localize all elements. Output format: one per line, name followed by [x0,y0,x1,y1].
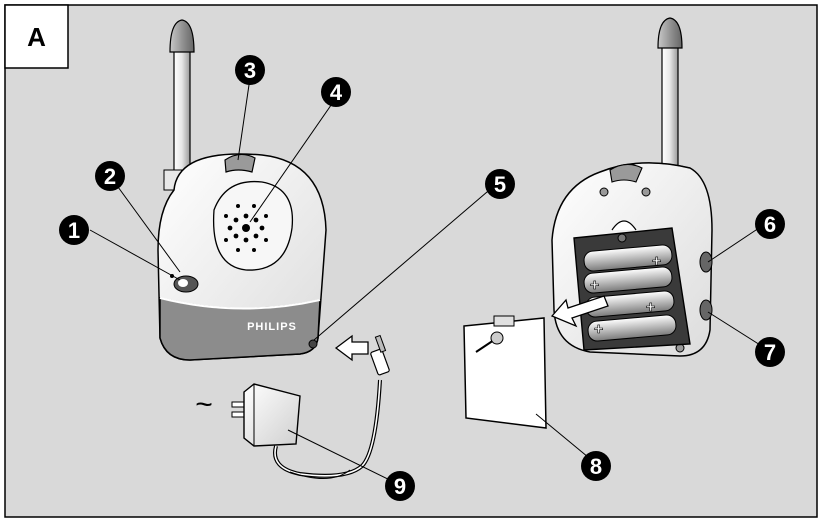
insert-arrow [334,334,369,362]
side-sockets [699,251,713,321]
callout-5: 5 [485,169,515,199]
callout-2-label: 2 [104,164,116,189]
callout-3-label: 3 [244,58,256,83]
callout-5-label: 5 [494,172,506,197]
battery-cover [463,315,547,429]
callout-2: 2 [95,161,125,191]
dc-socket [308,339,318,349]
callout-1-label: 1 [68,218,80,243]
callout-6-label: 6 [764,212,776,237]
callout-8: 8 [581,451,611,481]
callout-8-label: 8 [590,454,602,479]
callout-7-label: 7 [764,340,776,365]
cover-screw [475,331,504,353]
unit-back-view: + + + + [550,17,713,357]
front-antenna [163,19,201,191]
back-antenna [657,17,683,175]
panel-label-text: A [27,22,46,52]
battery-cells: + + + + [583,244,677,342]
svg-text:+: + [590,277,599,294]
dc-plug [370,334,390,376]
top-button [224,153,256,173]
svg-text:+: + [646,299,655,316]
unit-front-view: PHILIPS [157,19,327,361]
callout-1: 1 [59,215,89,245]
ac-symbol: ~ [195,388,213,421]
brand-logo-text: PHILIPS [247,321,297,333]
power-adapter: ~ [195,334,390,480]
callout-4: 4 [321,77,351,107]
panel-label: A [4,4,69,69]
callout-9-label: 9 [394,474,406,499]
speaker-panel [212,180,294,271]
adapter-body [243,383,301,447]
svg-text:+: + [652,253,661,270]
callout-7: 7 [755,337,785,367]
speaker-grille [224,204,268,252]
svg-text:+: + [594,321,603,338]
callout-9: 9 [385,471,415,501]
callout-4-label: 4 [330,80,343,105]
callout-6: 6 [755,209,785,239]
remove-cover-arrow [550,295,609,328]
callout-3: 3 [235,55,265,85]
